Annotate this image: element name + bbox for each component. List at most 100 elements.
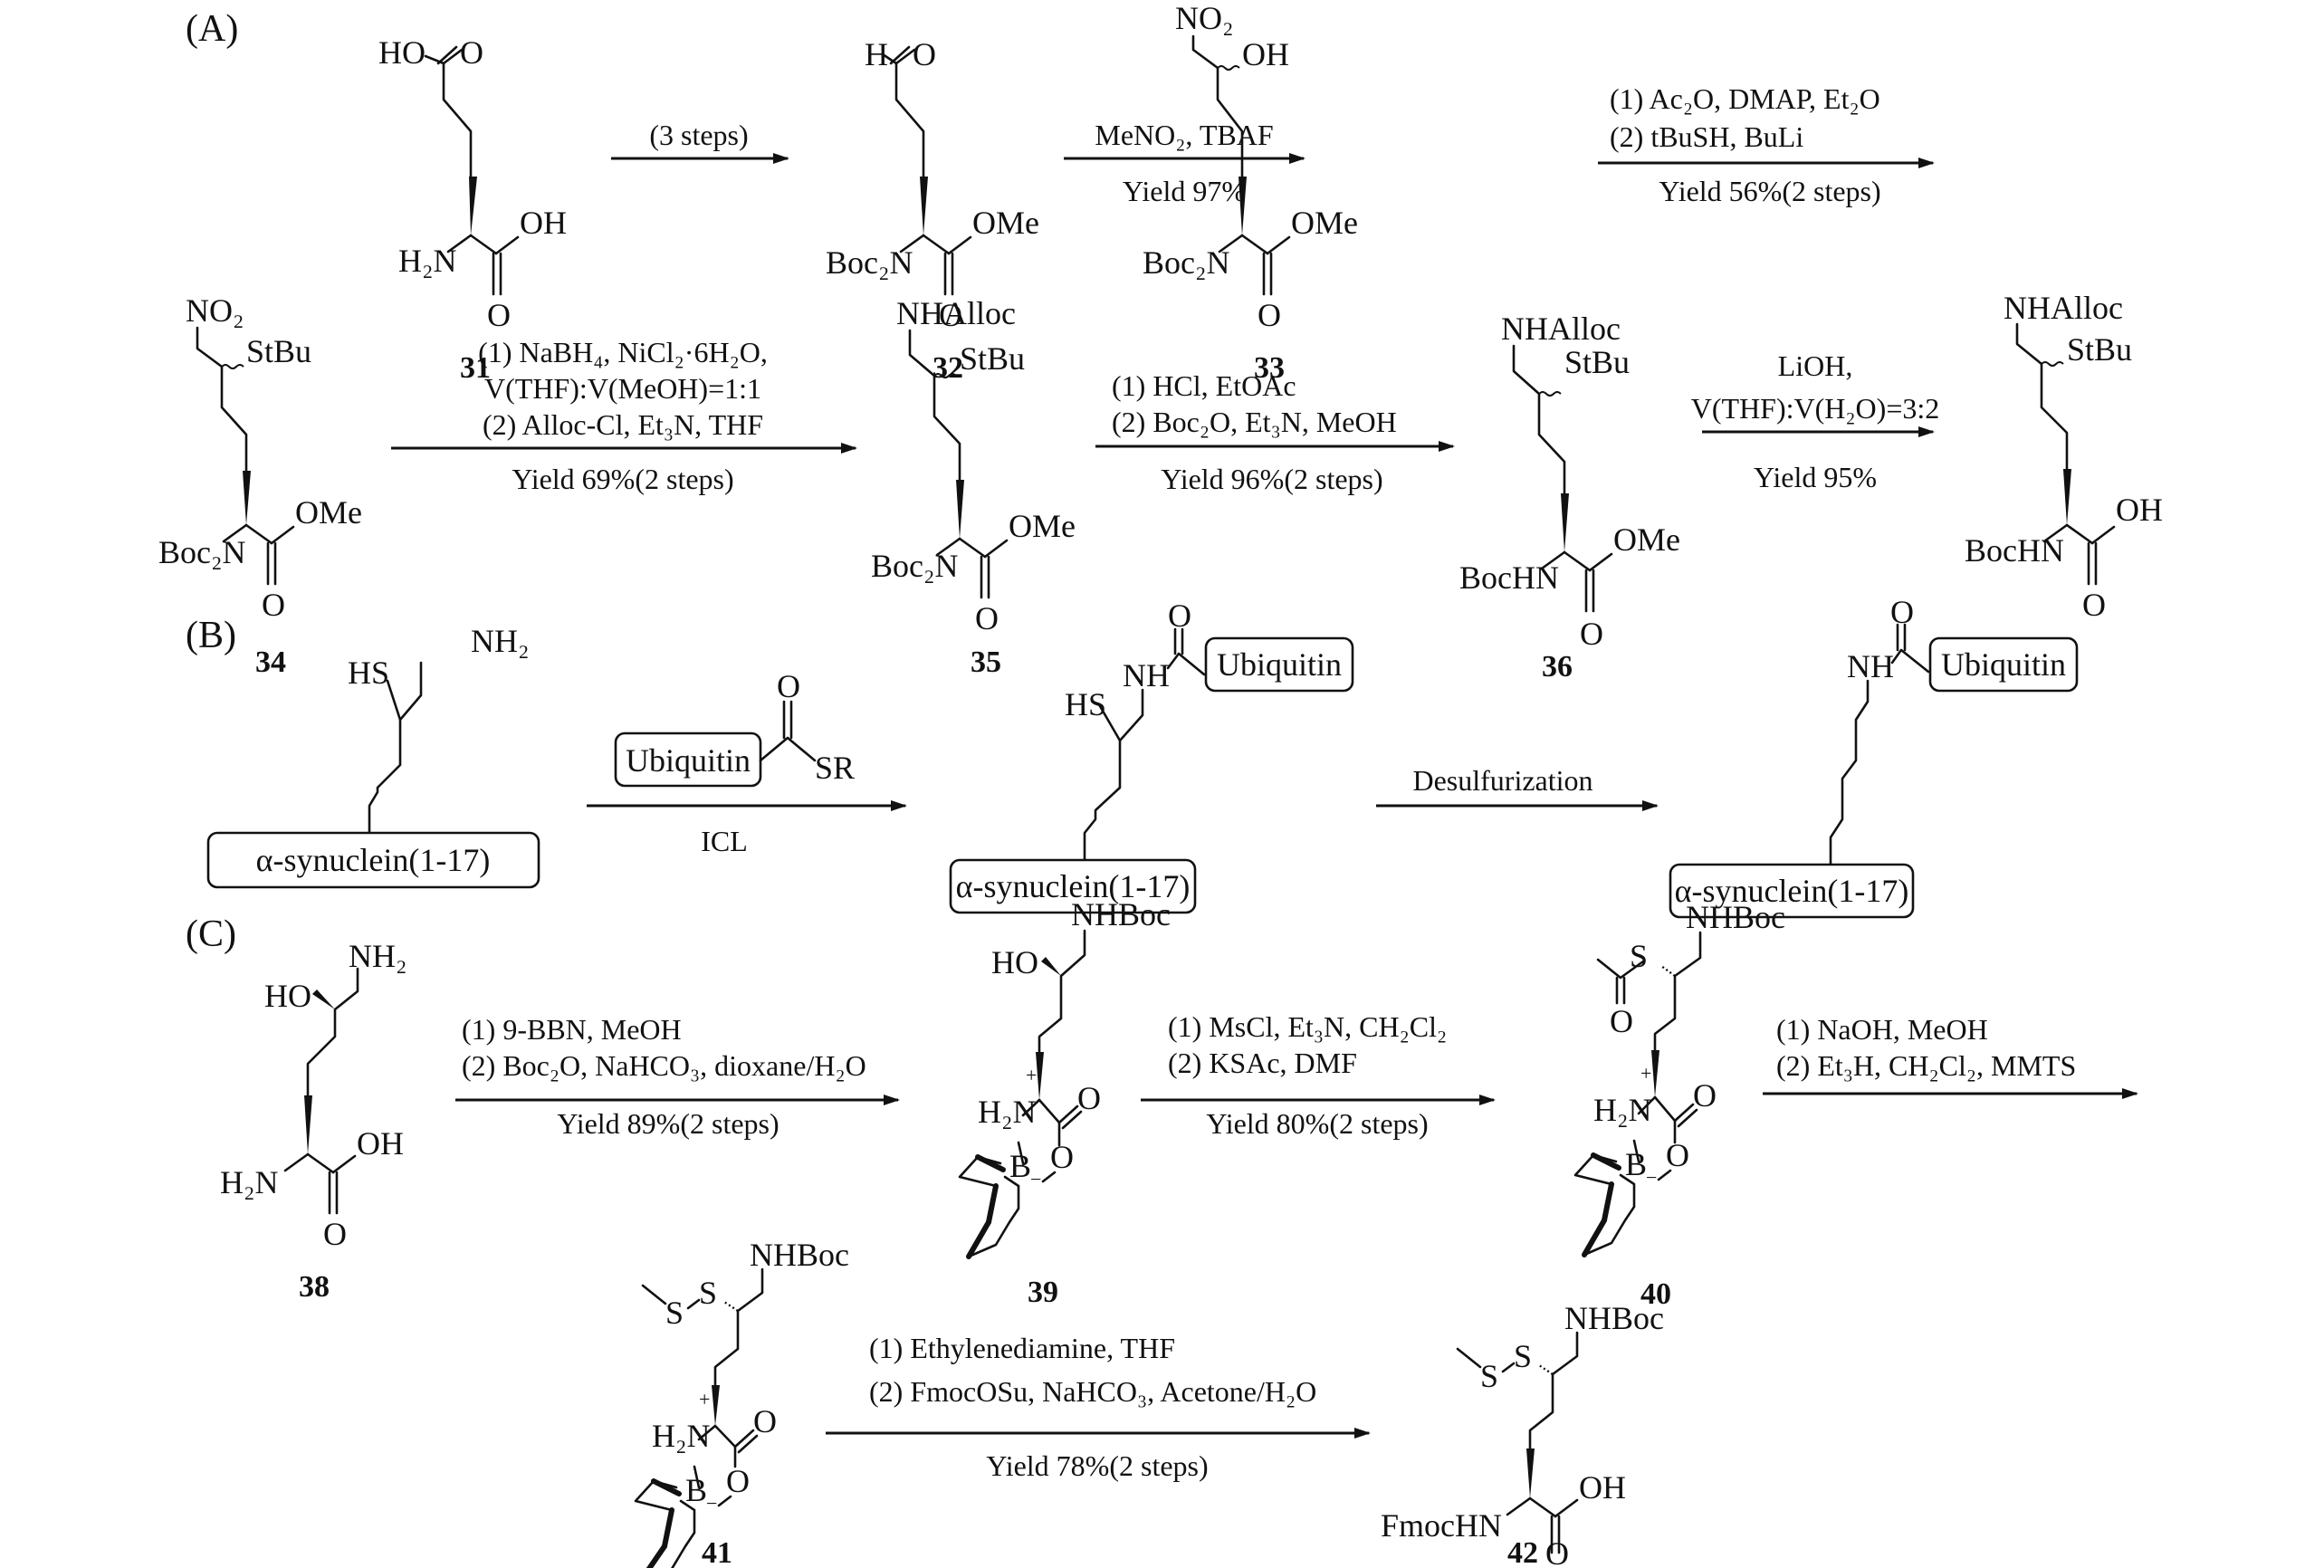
compound-32: H O Boc₂N OMe O 32 — [826, 36, 1039, 385]
reaction-36-37: LiOH, V(THF):V(H₂O)=3:2 Yield 95% — [1691, 349, 1940, 493]
compound-number-36: 36 — [1542, 650, 1573, 684]
c39-carbonyl-o: O — [1077, 1080, 1101, 1116]
compound-38: NH₂ HO H₂N OH O 38 — [220, 938, 407, 1304]
c41-minus: − — [706, 1492, 717, 1515]
c39-minus: − — [1030, 1168, 1041, 1190]
compound-number-39: 39 — [1028, 1276, 1058, 1309]
c39-ring-o: O — [1050, 1139, 1074, 1175]
compound-37: NHAlloc StBu BocHN OH O 37 — [1965, 290, 2163, 674]
condition-text: (2) Alloc-Cl, Et₃N, THF — [483, 408, 763, 441]
c40-ring-o: O — [1666, 1137, 1689, 1173]
condition-text: (2) Et₃H, CH₂Cl₂, MMTS — [1776, 1049, 2076, 1082]
c35-ester: OMe — [1009, 508, 1076, 544]
protein-label: α-synuclein(1-17) — [956, 868, 1191, 904]
c41-sulfur2: S — [665, 1295, 684, 1331]
c35-thioether: StBu — [960, 340, 1025, 377]
c41-ring-o: O — [726, 1463, 750, 1499]
c34-amine: Boc₂N — [158, 534, 246, 570]
compound-36: NHAlloc StBu BocHN OMe O 36 — [1459, 311, 1680, 684]
c31-oh: OH — [520, 205, 567, 241]
c40-ammonium: H₂N — [1593, 1092, 1652, 1128]
c41-plus: + — [699, 1388, 710, 1410]
c42-sulfur2: S — [1480, 1358, 1498, 1394]
c37-side-amine: NHAlloc — [2004, 290, 2123, 326]
c39-ammonium: H₂N — [978, 1094, 1037, 1130]
compound-42: NHBoc S S FmocHN OH O 42 — [1381, 1300, 1664, 1568]
condition-text: (1) MsCl, Et₃N, CH₂Cl₂ — [1168, 1010, 1447, 1043]
protein-box — [206, 831, 540, 889]
c32-h: H — [865, 36, 888, 72]
compound-number-32: 32 — [932, 351, 963, 385]
c33-ester: OMe — [1291, 205, 1358, 241]
panel-b-ligation-product: HS NH O Ubiquitin α-synuclein(1-17) — [949, 598, 1354, 914]
c39-boron: B — [1009, 1148, 1031, 1184]
c39-plus: + — [1026, 1064, 1037, 1086]
c36-side-amine: NHAlloc — [1501, 311, 1621, 347]
c31-carbonyl-o: O — [487, 297, 511, 333]
c40-minus: − — [1646, 1166, 1657, 1189]
c33-oh: OH — [1242, 36, 1289, 72]
c42-carbonyl-o: O — [1545, 1535, 1569, 1568]
c40-sulfur: S — [1630, 938, 1648, 974]
compound-31: HO O H₂N OH O 31 — [378, 34, 567, 385]
condition-text: MeNO₂, TBAF — [1095, 119, 1273, 151]
condition-text: (1) NaBH₄, NiCl₂·6H₂O, — [478, 336, 768, 368]
reaction-b-desulfurization: Desulfurization — [1376, 764, 1659, 811]
compound-number-38: 38 — [299, 1270, 330, 1304]
c41-ammonium: H₂N — [652, 1418, 711, 1454]
reaction-34-35: (1) NaBH₄, NiCl₂·6H₂O, V(THF):V(MeOH)=1:… — [391, 336, 857, 495]
c42-side-amine: NHBoc — [1564, 1300, 1664, 1336]
ubiquitin-label: Ubiquitin — [1941, 646, 2066, 683]
c33-carbonyl-o: O — [1258, 297, 1281, 333]
reaction-38-39: (1) 9-BBN, MeOH (2) Boc₂O, NaHCO₃, dioxa… — [455, 1013, 900, 1140]
ubiquitin-label: Ubiquitin — [1217, 646, 1342, 683]
c40-acyl-o: O — [1610, 1003, 1633, 1039]
c40-plus: + — [1640, 1062, 1651, 1085]
compound-number-35: 35 — [971, 645, 1001, 679]
reaction-b-ligation: ICL — [587, 800, 907, 857]
ubiquitin-box — [1204, 636, 1354, 693]
yield-text: Yield 96%(2 steps) — [1161, 463, 1382, 495]
ubiquitin-label: Ubiquitin — [626, 742, 751, 779]
compound-number-34: 34 — [255, 645, 286, 679]
c36-ester: OMe — [1613, 521, 1680, 558]
c39-side-amine: NHBoc — [1071, 896, 1171, 932]
c32-ester: OMe — [972, 205, 1039, 241]
c41-sulfur1: S — [699, 1275, 717, 1311]
c38-amine: H₂N — [220, 1164, 279, 1200]
panel-b-reagent: Ubiquitin O SR — [614, 668, 855, 788]
panel-b-substrate: HS NH₂ α-synuclein(1-17) — [206, 623, 540, 889]
condition-text: (2) tBuSH, BuLi — [1610, 120, 1803, 153]
yield-text: Yield 89%(2 steps) — [557, 1107, 779, 1140]
c38-hydroxyl: HO — [264, 978, 311, 1014]
c40-carbonyl-o: O — [1693, 1077, 1717, 1114]
c32-carbonyl-o: O — [939, 297, 962, 333]
c40-side-amine: NHBoc — [1686, 899, 1785, 935]
yield-text: Yield 95% — [1754, 461, 1877, 493]
c33-amine: Boc₂N — [1143, 244, 1230, 281]
c40-boron: B — [1625, 1146, 1647, 1182]
reagent-carbonyl-o: O — [777, 668, 800, 704]
b-amine: NH₂ — [471, 623, 530, 659]
panel-b-final-product: NH O Ubiquitin α-synuclein(1-17) — [1669, 594, 2079, 919]
b-final-carbonyl-o: O — [1890, 594, 1914, 630]
reaction-32-33: MeNO₂, TBAF Yield 97% — [1064, 119, 1305, 207]
c38-oh: OH — [357, 1125, 404, 1162]
c31-amine: H₂N — [398, 243, 457, 279]
c31-top-o: O — [460, 34, 483, 71]
condition-text: V(THF):V(H₂O)=3:2 — [1691, 392, 1940, 425]
b-final-nh: NH — [1847, 648, 1894, 684]
c31-ho: HO — [378, 34, 426, 71]
compound-35: NHAlloc StBu Boc₂N OMe O 35 — [871, 295, 1076, 679]
c35-amine: Boc₂N — [871, 548, 959, 584]
c37-thioether: StBu — [2067, 331, 2132, 368]
compound-34: NO₂ StBu Boc₂N OMe O 34 — [158, 292, 362, 679]
condition-text: (2) KSAc, DMF — [1168, 1047, 1357, 1079]
yield-text: Yield 69%(2 steps) — [512, 463, 733, 495]
c34-carbonyl-o: O — [262, 587, 285, 623]
protein-label: α-synuclein(1-17) — [256, 842, 491, 878]
c35-side-amine: NHAlloc — [896, 295, 1016, 331]
compound-number-40: 40 — [1640, 1277, 1671, 1311]
condition-text: (1) 9-BBN, MeOH — [462, 1013, 682, 1046]
